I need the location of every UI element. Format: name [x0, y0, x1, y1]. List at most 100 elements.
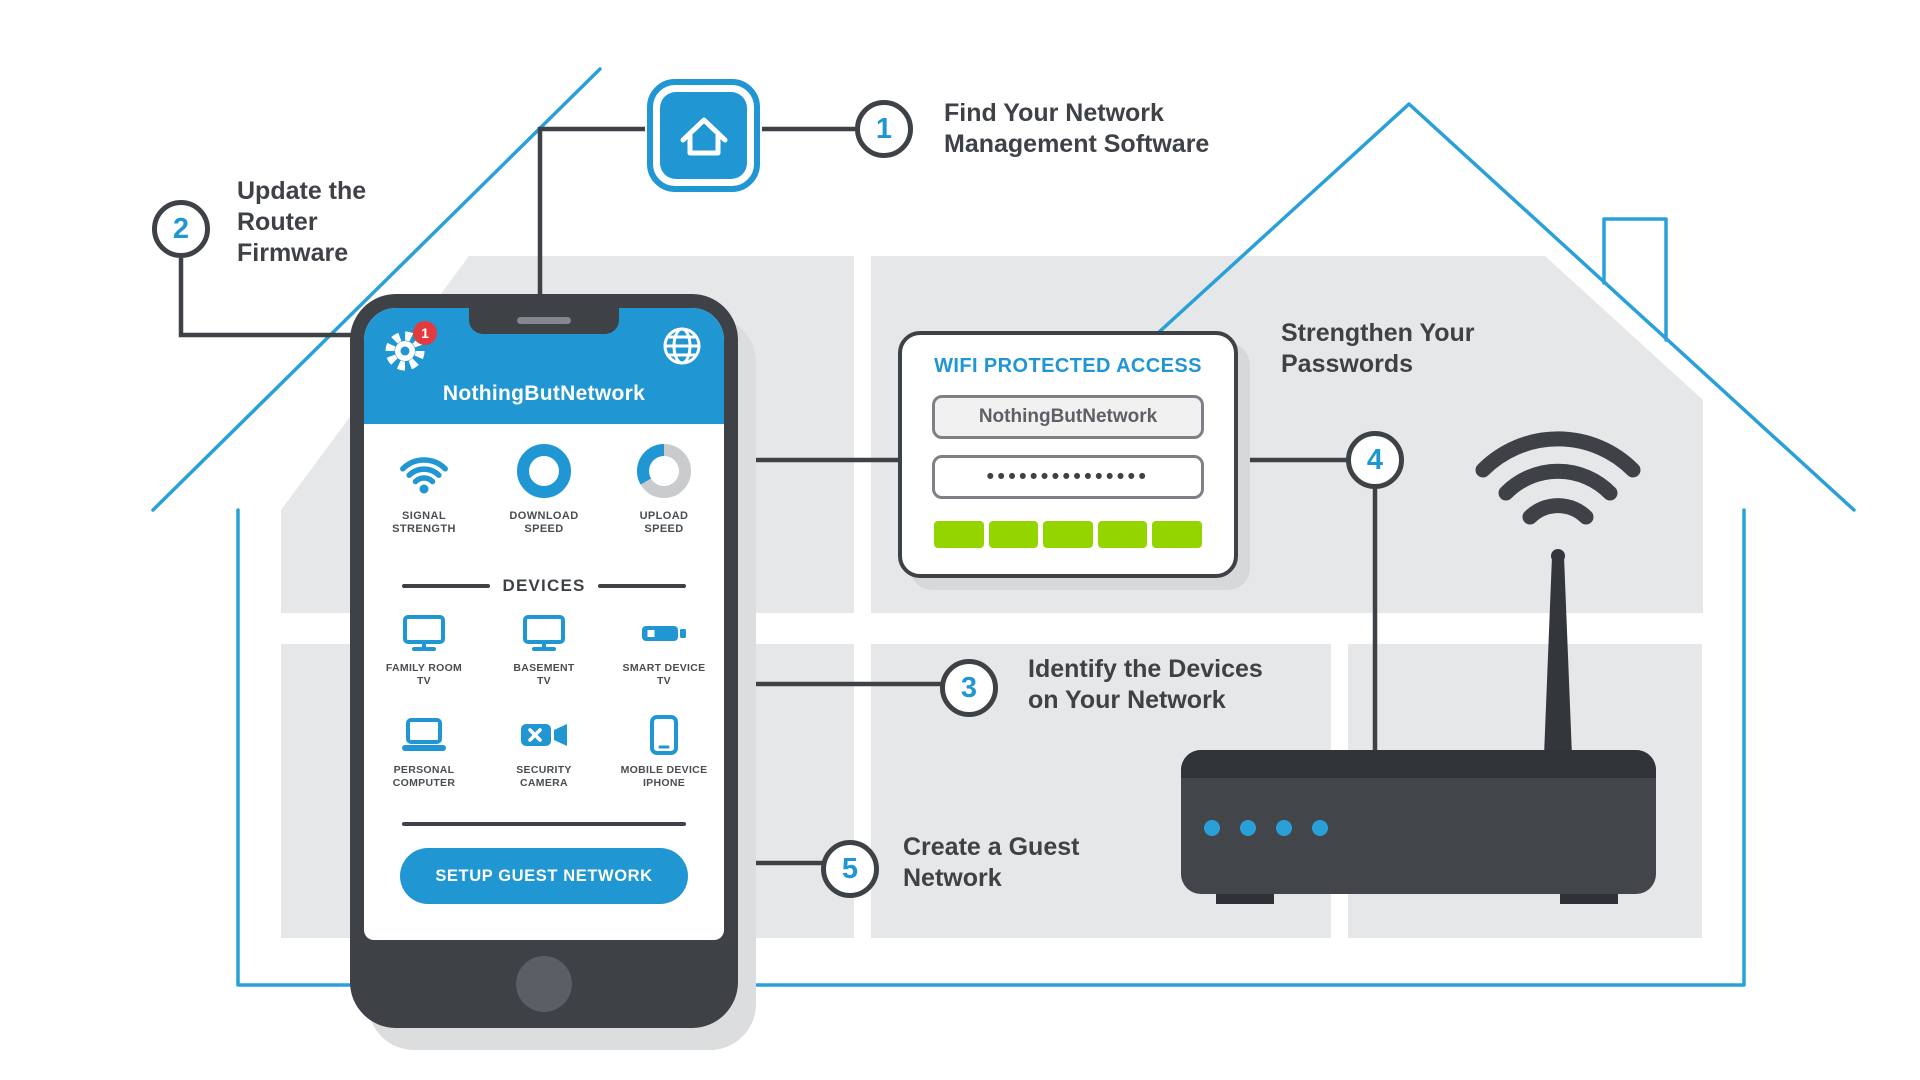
smartphone-icon [649, 708, 679, 762]
label-line: Update the [237, 177, 367, 205]
step-1-marker: 1 [855, 100, 913, 158]
step-number: 3 [960, 671, 978, 704]
divider-line [597, 584, 687, 588]
device-label-line: FAMILY ROOM [385, 662, 463, 674]
device-security-camera[interactable]: SECURITY CAMERA [484, 708, 604, 810]
setup-guest-network-button[interactable]: SETUP GUEST NETWORK [400, 848, 688, 904]
step-number: 5 [841, 852, 859, 885]
device-label-line: COMPUTER [392, 777, 456, 789]
label-line: Find Your Network [944, 99, 1164, 127]
device-mobile-iphone[interactable]: MOBILE DEVICE IPHONE [604, 708, 724, 810]
section-divider [402, 822, 686, 826]
router-led [1276, 820, 1292, 836]
label-line: Router [237, 208, 318, 236]
stat-label: DOWNLOAD SPEED [509, 510, 578, 536]
stat-label-line: STRENGTH [392, 523, 456, 535]
phone-screen: 1 NothingButNetwork [364, 308, 724, 940]
tv-icon [400, 606, 448, 660]
step-4-label: Strengthen Your Passwords [1281, 318, 1475, 380]
step-3-label: Identify the Devices on Your Network [1028, 654, 1263, 716]
router-led [1240, 820, 1256, 836]
label-line: Firmware [237, 239, 349, 267]
step-number: 2 [172, 212, 190, 245]
label-line: Create a Guest [903, 833, 1080, 861]
device-smart-device-tv[interactable]: SMART DEVICE TV [604, 606, 724, 708]
router-top-edge [1181, 750, 1656, 778]
upload-speed-stat: UPLOAD SPEED [604, 440, 724, 536]
wifi-waves-icon [1475, 431, 1641, 525]
strength-bar [1152, 521, 1202, 548]
label-line: Identify the Devices [1028, 655, 1263, 683]
upload-gauge-icon [637, 440, 691, 502]
stat-label-line: SPEED [524, 523, 564, 535]
wifi-card-title: WIFI PROTECTED ACCESS [934, 355, 1202, 377]
step-number: 4 [1366, 443, 1384, 476]
label-line: Strengthen Your [1281, 319, 1475, 347]
step-3-marker: 3 [940, 659, 998, 717]
stat-label-line: DOWNLOAD [509, 510, 579, 522]
step-number: 1 [875, 112, 893, 145]
device-label-line: SMART DEVICE [622, 662, 706, 674]
strength-bar [1097, 521, 1148, 548]
network-software-icon [647, 79, 760, 192]
device-label-line: CAMERA [520, 777, 568, 789]
signal-strength-stat: SIGNAL STRENGTH [364, 440, 484, 536]
device-label-line: IPHONE [642, 777, 686, 789]
password-strength-meter [934, 521, 1202, 548]
password-field[interactable]: ••••••••••••••• [932, 455, 1204, 499]
settings-gear-icon[interactable]: 1 [381, 321, 437, 375]
device-label-line: PERSONAL [393, 764, 455, 776]
device-label: FAMILY ROOM TV [386, 662, 462, 688]
device-basement-tv[interactable]: BASEMENT TV [484, 606, 604, 708]
device-label: BASEMENT TV [513, 662, 574, 688]
strength-bar [1043, 521, 1093, 548]
device-label-line: SECURITY [516, 764, 572, 776]
device-label: PERSONAL COMPUTER [393, 764, 455, 790]
step-2-label: Update the Router Firmware [237, 176, 366, 269]
stat-label: SIGNAL STRENGTH [392, 510, 456, 536]
device-family-room-tv[interactable]: FAMILY ROOM TV [364, 606, 484, 708]
strength-bar [988, 521, 1039, 548]
device-personal-computer[interactable]: PERSONAL COMPUTER [364, 708, 484, 810]
router-led [1204, 820, 1220, 836]
device-label: SECURITY CAMERA [516, 764, 572, 790]
notification-badge: 1 [413, 321, 437, 345]
devices-section-header: DEVICES [402, 576, 687, 596]
wifi-signal-icon [395, 440, 453, 502]
router-body [1181, 750, 1656, 894]
device-label-line: TV [536, 675, 551, 687]
router-antenna [1544, 556, 1572, 756]
device-label-line: TV [416, 675, 431, 687]
stat-label-line: UPLOAD [639, 510, 689, 522]
router-illustration [1181, 431, 1656, 904]
stat-label-line: SPEED [644, 523, 684, 535]
label-line: Passwords [1281, 350, 1414, 378]
network-name-field[interactable]: NothingButNetwork [932, 395, 1204, 439]
step-5-marker: 5 [821, 840, 879, 898]
wifi-protected-access-card: WIFI PROTECTED ACCESS NothingButNetwork … [898, 331, 1238, 578]
phone-speaker [517, 317, 571, 324]
phone-home-button[interactable] [516, 956, 572, 1012]
strength-bar [934, 521, 984, 548]
label-line: Network [903, 864, 1002, 892]
download-gauge-icon [517, 440, 571, 502]
download-speed-stat: DOWNLOAD SPEED [484, 440, 604, 536]
divider-line [402, 584, 491, 588]
tv-icon [520, 606, 568, 660]
label-line: Management Software [944, 130, 1210, 158]
router-led [1312, 820, 1328, 836]
devices-title: DEVICES [502, 576, 586, 595]
laptop-icon [399, 708, 449, 762]
home-icon [660, 92, 747, 179]
device-label-line: MOBILE DEVICE [620, 764, 708, 776]
stat-label-line: SIGNAL [402, 510, 446, 522]
phone-notch [469, 308, 619, 334]
globe-icon[interactable] [660, 324, 704, 368]
step-2-marker: 2 [152, 200, 210, 258]
connector-lines [178, 126, 1378, 866]
device-label: SMART DEVICE TV [623, 662, 706, 688]
smartphone: 1 NothingButNetwork [350, 294, 738, 1028]
streaming-stick-icon [639, 606, 689, 660]
device-label: MOBILE DEVICE IPHONE [621, 764, 708, 790]
